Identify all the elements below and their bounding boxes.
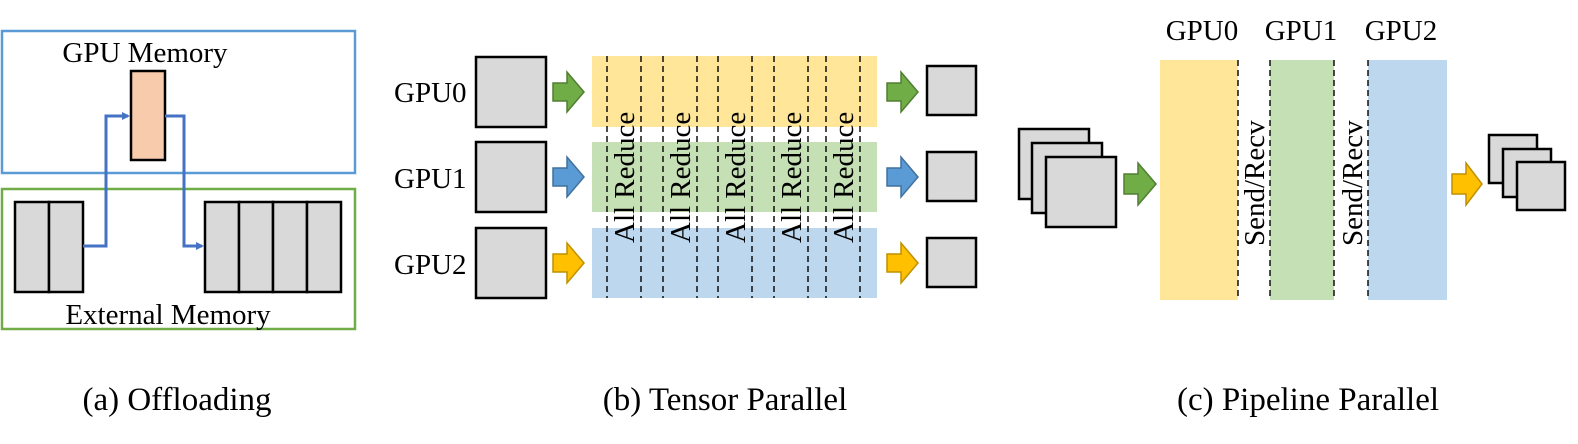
gpu1-band (592, 142, 877, 212)
all-reduce-label: All Reduce (828, 112, 860, 243)
all-reduce-label: All Reduce (665, 112, 697, 243)
tp-input-arrow-green (552, 69, 585, 115)
tp-output-arrow-blue (886, 154, 919, 200)
pp-gpu0-label: GPU0 (1166, 15, 1239, 47)
tp-input-box-gpu0 (474, 55, 548, 129)
load-arrow (83, 112, 130, 248)
tensor-parallel-panel: All Reduce All Reduce All Reduce All Red… (394, 55, 978, 418)
all-reduce-label: All Reduce (776, 112, 808, 243)
all-reduce-label: All Reduce (609, 112, 641, 243)
external-block-right-4 (305, 200, 343, 294)
tp-input-box-gpu1 (474, 140, 548, 214)
tp-input-arrow-blue (552, 154, 585, 200)
tp-output-box-gpu2 (925, 236, 978, 289)
pp-gpu0-stage (1160, 60, 1238, 300)
gpu-memory-label: GPU Memory (62, 37, 228, 69)
send-recv-label: Send/Recv (1337, 120, 1369, 246)
tp-gpu2-label: GPU2 (394, 249, 467, 281)
tp-gpu0-label: GPU0 (394, 77, 467, 109)
send-recv-label: Send/Recv (1239, 120, 1271, 246)
external-block-right-2 (237, 200, 275, 294)
tp-output-arrow-yellow (886, 240, 919, 286)
pp-input-arrow-green (1123, 160, 1157, 208)
gpu-memory-block (129, 69, 167, 162)
external-memory-box (0, 187, 357, 331)
tp-output-box-gpu0 (925, 64, 978, 117)
tp-output-arrow-green (886, 69, 919, 115)
pipeline-parallel-caption: (c) Pipeline Parallel (1177, 382, 1439, 418)
pp-output-arrow-yellow (1451, 160, 1483, 208)
tp-input-arrow-yellow (552, 240, 585, 286)
external-block-right-3 (271, 200, 309, 294)
gpu0-band (592, 56, 877, 127)
pp-input-stack-front (1044, 155, 1118, 229)
tp-gpu1-label: GPU1 (394, 163, 467, 195)
offloading-caption: (a) Offloading (82, 382, 271, 418)
pp-gpu2-stage (1368, 60, 1447, 300)
external-block-right-1 (203, 200, 241, 294)
external-memory-label: External Memory (65, 299, 271, 331)
offload-arrow (165, 114, 204, 250)
external-block-left-1 (13, 200, 51, 294)
tensor-parallel-caption: (b) Tensor Parallel (603, 382, 848, 418)
external-block-left-2 (47, 200, 85, 294)
pp-output-stack-front (1515, 160, 1567, 212)
tp-output-box-gpu1 (925, 150, 978, 203)
offloading-panel: GPU Memory External Memory (a) Offloadin… (0, 29, 357, 418)
tp-input-box-gpu2 (474, 226, 548, 300)
gpu-memory-box (0, 29, 357, 175)
pp-gpu2-label: GPU2 (1365, 15, 1438, 47)
all-reduce-label: All Reduce (720, 112, 752, 243)
pp-gpu1-stage (1270, 60, 1334, 300)
pipeline-parallel-panel: Send/Recv Send/Recv GPU0 GPU1 GPU2 (c) P… (1017, 15, 1567, 418)
gpu2-band (592, 228, 877, 298)
pp-gpu1-label: GPU1 (1265, 15, 1338, 47)
